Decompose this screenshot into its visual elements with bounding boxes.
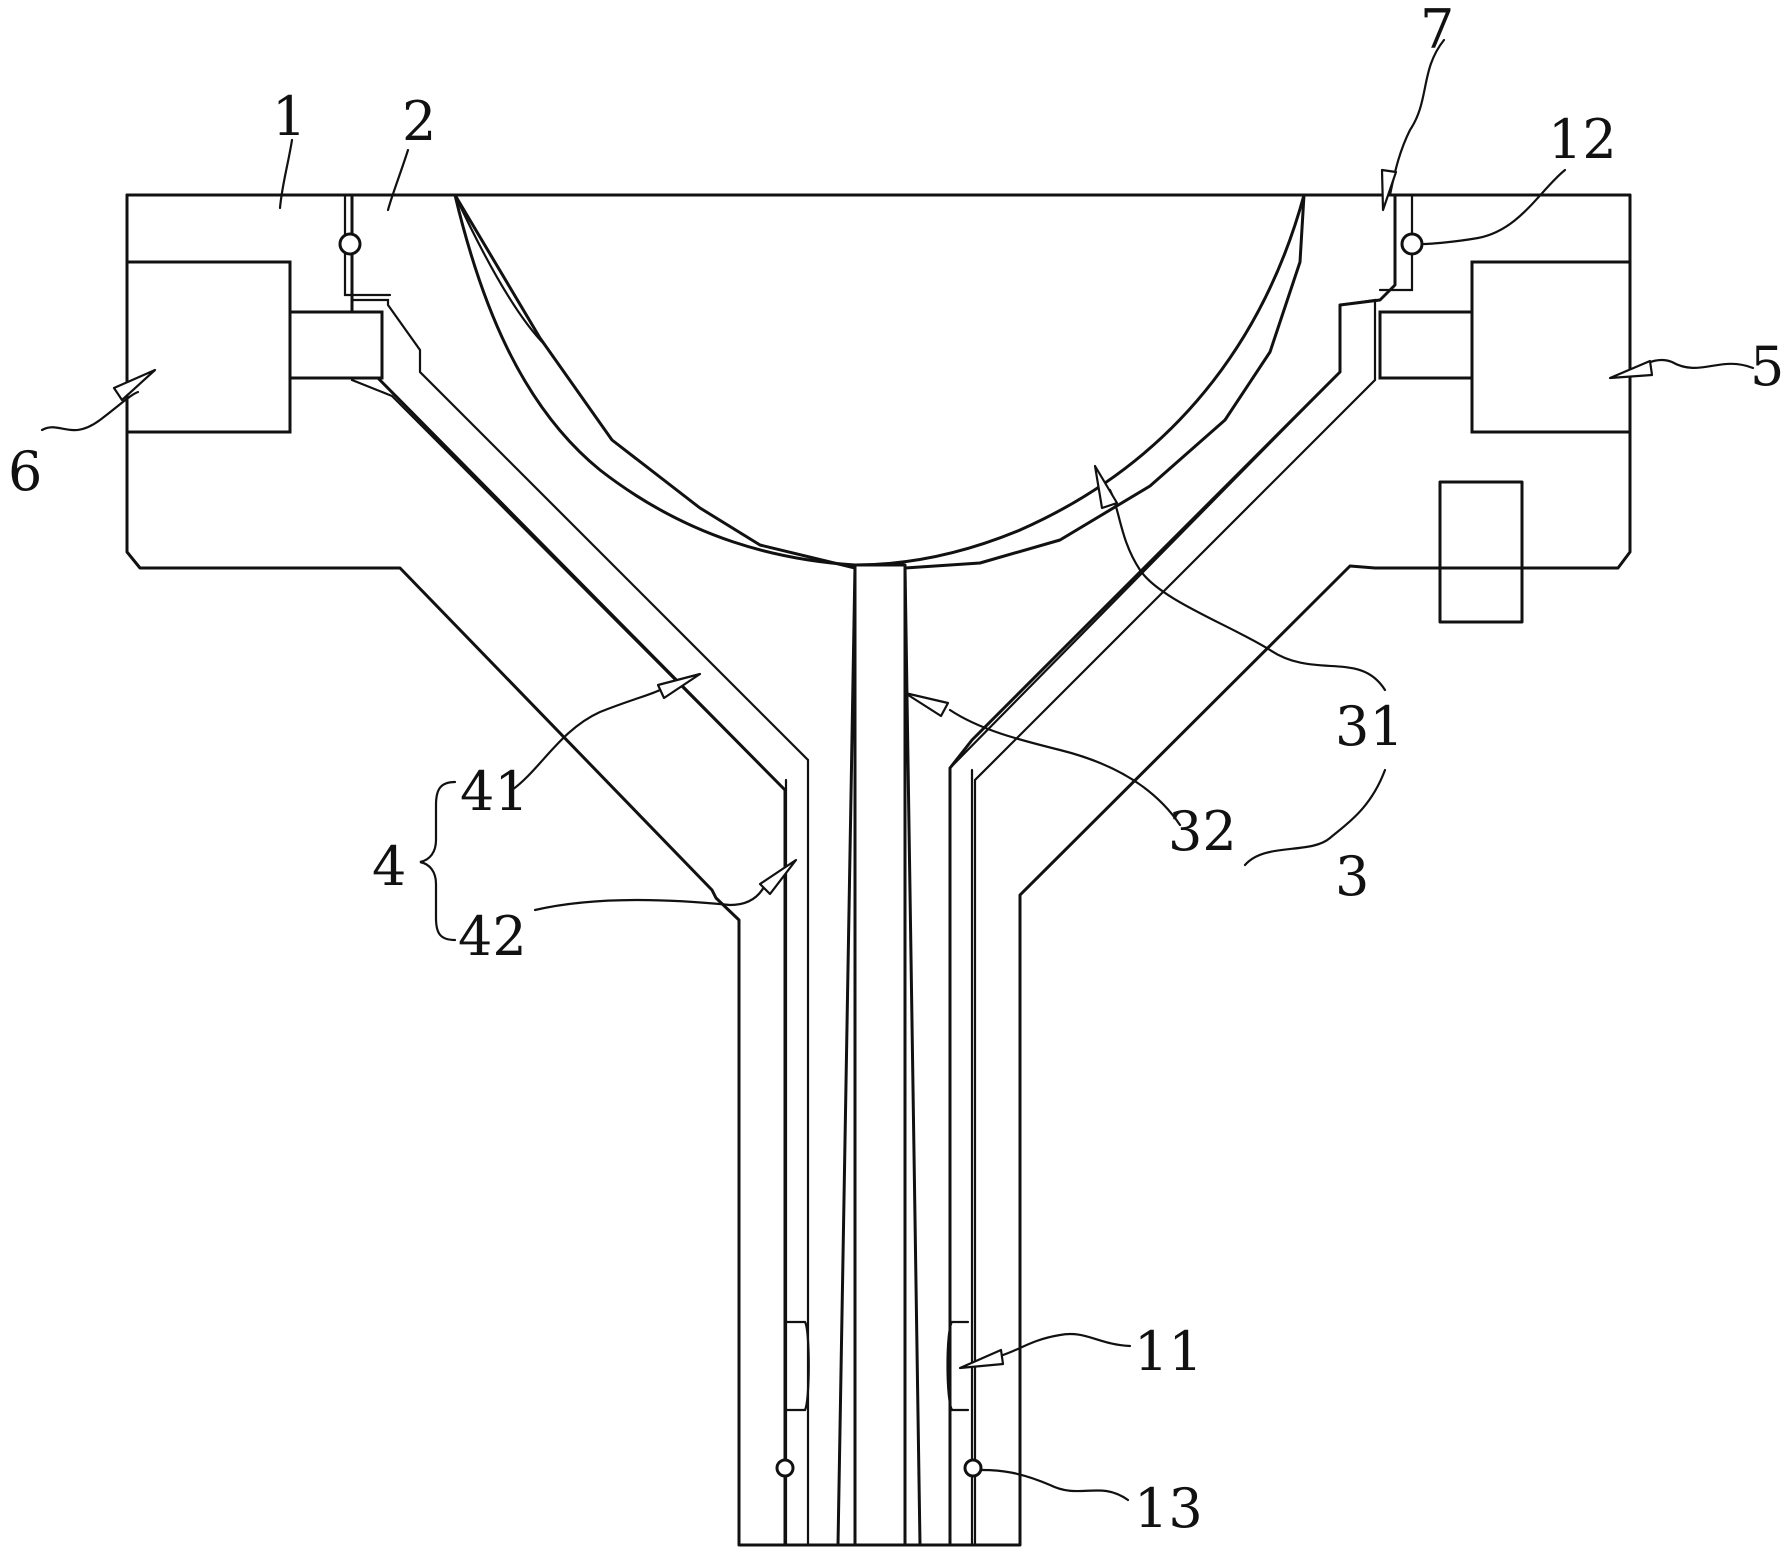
leader-31 <box>1110 490 1385 690</box>
outer-housing-body <box>127 195 1630 1545</box>
leader-42 <box>535 885 765 910</box>
seal-ring-left-bottom <box>777 1460 793 1476</box>
label-2: 2 <box>402 90 436 153</box>
leader-12 <box>1424 170 1565 244</box>
left-pocket <box>127 262 290 432</box>
label-7: 7 <box>1420 0 1454 61</box>
seal-ring-right-bottom <box>965 1460 981 1476</box>
brace-4 <box>420 782 455 940</box>
left-channel-end <box>787 1322 809 1410</box>
spherical-cavity <box>455 195 1304 565</box>
arrow-32 <box>905 693 948 716</box>
arrow-11 <box>960 1350 1003 1368</box>
label-11: 11 <box>1134 1320 1203 1383</box>
leader-2 <box>388 150 408 210</box>
leader-32 <box>950 710 1180 825</box>
right-pocket <box>1472 262 1630 432</box>
label-3: 3 <box>1335 845 1369 908</box>
label-41: 41 <box>460 760 529 823</box>
leader-13 <box>982 1470 1128 1500</box>
arrow-31 <box>1095 466 1117 508</box>
leader-1 <box>280 140 292 208</box>
central-bore <box>838 565 920 1545</box>
label-6: 6 <box>8 440 42 503</box>
right-insert-block <box>1440 482 1522 622</box>
label-12: 12 <box>1548 108 1617 171</box>
label-13: 13 <box>1134 1477 1203 1540</box>
label-42: 42 <box>458 905 527 968</box>
label-4: 4 <box>372 835 406 898</box>
seal-ring-left-top <box>340 234 360 254</box>
left-pocket-slot <box>290 312 382 378</box>
arrow-42 <box>760 860 796 894</box>
leader-7 <box>1390 40 1444 195</box>
seal-ring-right-top <box>1402 234 1422 254</box>
right-pocket-slot <box>1380 312 1472 378</box>
label-31: 31 <box>1335 695 1404 758</box>
arrow-41 <box>658 674 700 698</box>
label-32: 32 <box>1168 800 1237 863</box>
label-5: 5 <box>1750 335 1784 398</box>
label-1: 1 <box>272 85 306 148</box>
